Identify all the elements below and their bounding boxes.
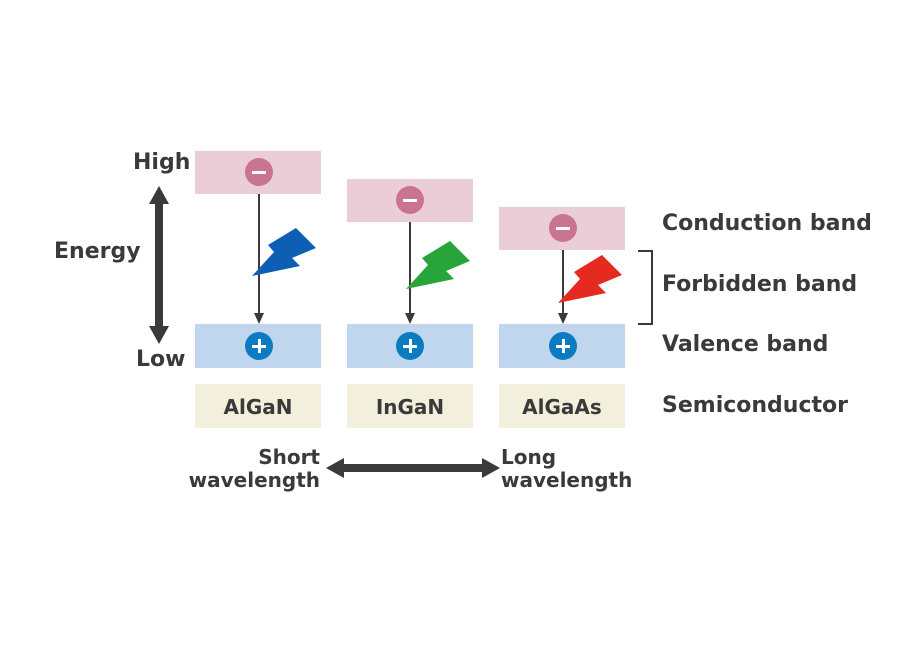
energy-axis-arrow <box>149 186 169 344</box>
semiconductor-box-algaas: AlGaAs <box>499 384 625 428</box>
electron-icon <box>245 158 273 186</box>
hole-icon <box>549 332 577 360</box>
short-wavelength-label: Short wavelength <box>189 446 320 492</box>
semiconductor-box-ingan: InGaN <box>347 384 473 428</box>
semiconductor-box-algan: AlGaN <box>195 384 321 428</box>
semiconductor-label: Semiconductor <box>662 393 848 418</box>
wavelength-arrow <box>326 458 500 478</box>
long-wavelength-line2: wavelength <box>501 468 633 492</box>
light-emission-icon-red <box>558 255 622 303</box>
short-wavelength-line2: wavelength <box>188 468 320 492</box>
forbidden-band-label: Forbidden band <box>662 272 858 297</box>
hole-icon <box>396 332 424 360</box>
electron-icon <box>549 214 577 242</box>
energy-axis-label: Energy <box>54 239 141 264</box>
short-wavelength-line1: Short <box>258 445 320 469</box>
long-wavelength-label: Long wavelength <box>501 446 632 492</box>
transition-arrow-algaas <box>558 250 568 324</box>
light-emission-icon-blue <box>252 228 316 276</box>
electron-icon <box>396 186 424 214</box>
semiconductor-name-ingan: InGaN <box>375 395 445 419</box>
energy-high-label: High <box>133 150 191 175</box>
forbidden-band-bracket <box>638 250 653 325</box>
conduction-band-label: Conduction band <box>662 211 872 236</box>
light-emission-icon-green <box>406 241 470 289</box>
hole-icon <box>245 332 273 360</box>
valence-band-label: Valence band <box>662 332 829 357</box>
transition-arrow-algan <box>254 194 264 324</box>
long-wavelength-line1: Long <box>501 445 557 469</box>
transition-arrow-ingan <box>405 222 415 324</box>
energy-low-label: Low <box>136 347 186 372</box>
semiconductor-name-algan: AlGaN <box>223 395 293 419</box>
semiconductor-name-algaas: AlGaAs <box>522 395 602 419</box>
